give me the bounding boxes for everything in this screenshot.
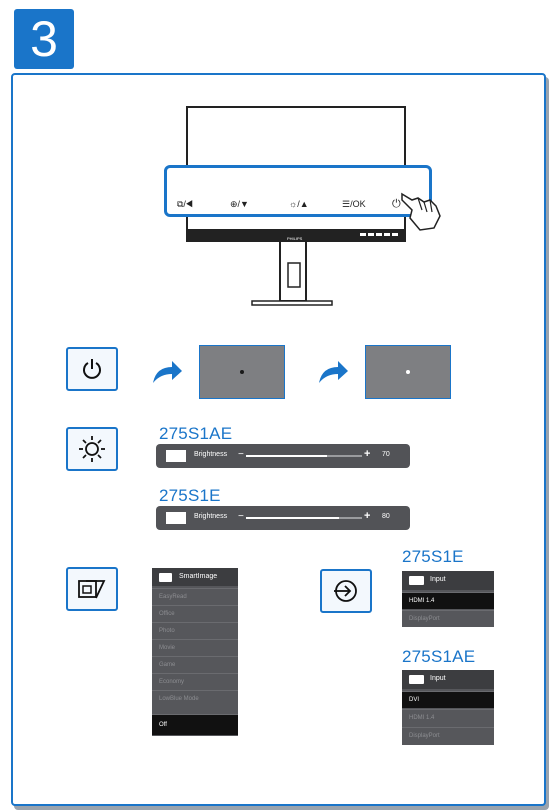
power-button[interactable]: ⏻ xyxy=(392,198,401,210)
power-icon-box xyxy=(66,347,118,391)
screen-on-state xyxy=(365,345,451,399)
input-osd-menu: Input DVI HDMI 1.4 DisplayPort xyxy=(402,670,494,745)
smartimage-item-selected[interactable]: Off xyxy=(152,714,238,735)
brightness-icon xyxy=(79,436,105,462)
plus-icon: + xyxy=(364,448,371,460)
smartimage-item[interactable]: Game xyxy=(152,656,238,672)
minus-icon: − xyxy=(238,449,244,460)
model-label-275s1ae-input: 275S1AE xyxy=(402,647,476,666)
osd-swatch xyxy=(166,512,186,524)
input-osd-menu: Input HDMI 1.4 DisplayPort xyxy=(402,571,494,627)
model-label-275s1e-input: 275S1E xyxy=(402,547,464,566)
curved-arrow-icon xyxy=(319,361,348,383)
minus-icon: − xyxy=(238,511,244,522)
smartimage-osd-menu: SmartImage EasyRead Office Photo Movie G… xyxy=(152,568,238,736)
smartimage-icon-box xyxy=(66,567,118,611)
input-menu-title: Input xyxy=(430,675,446,682)
brightness-label: Brightness xyxy=(194,451,228,458)
brightness-icon-box xyxy=(66,427,118,471)
model-label-275s1e: 275S1E xyxy=(159,486,221,505)
brightness-value: 70 xyxy=(382,451,390,458)
smartimage-menu-header: SmartImage xyxy=(152,568,238,586)
smartimage-item[interactable]: Photo xyxy=(152,622,238,638)
smartimage-menu-title: SmartImage xyxy=(179,573,218,580)
input-item-selected[interactable]: DVI xyxy=(402,691,494,708)
input-down-button[interactable]: ⊕/▼ xyxy=(230,199,249,209)
power-icon xyxy=(83,359,101,379)
brightness-up-button[interactable]: ☼/▲ xyxy=(289,199,309,209)
brightness-slider[interactable] xyxy=(246,455,362,457)
screen-off-state xyxy=(199,345,285,399)
power-led-off xyxy=(240,370,244,374)
power-led-on xyxy=(406,370,410,374)
brightness-fill xyxy=(246,455,328,457)
brightness-osd-bar: Brightness − + 80 xyxy=(156,506,410,530)
brightness-value: 80 xyxy=(382,513,390,520)
brightness-fill xyxy=(246,517,339,519)
input-item[interactable]: HDMI 1.4 xyxy=(402,709,494,725)
smartimage-item[interactable]: EasyRead xyxy=(152,588,238,604)
input-menu-icon xyxy=(409,576,424,585)
brightness-label: Brightness xyxy=(194,513,228,520)
brightness-slider[interactable] xyxy=(246,517,362,519)
input-menu-header: Input xyxy=(402,571,494,590)
input-menu-title: Input xyxy=(430,576,446,583)
plus-icon: + xyxy=(364,510,371,522)
input-item[interactable]: DisplayPort xyxy=(402,727,494,743)
monitor-brand: PHILIPS xyxy=(287,236,303,241)
smartimage-item[interactable]: LowBlue Mode xyxy=(152,690,238,706)
osd-swatch xyxy=(166,450,186,462)
input-item-selected[interactable]: HDMI 1.4 xyxy=(402,592,494,609)
brightness-osd-bar: Brightness − + 70 xyxy=(156,444,410,468)
smartimage-icon xyxy=(78,580,106,599)
smartimage-item[interactable]: Economy xyxy=(152,673,238,689)
step-number-badge: 3 xyxy=(14,9,74,69)
smartimage-item[interactable]: Movie xyxy=(152,639,238,655)
smartimage-item[interactable]: Office xyxy=(152,605,238,621)
input-icon xyxy=(334,580,357,602)
model-label-275s1ae: 275S1AE xyxy=(159,424,233,443)
menu-ok-button[interactable]: ☰/OK xyxy=(342,199,366,209)
input-menu-header: Input xyxy=(402,670,494,689)
input-icon-box xyxy=(320,569,372,613)
star-icon xyxy=(159,573,172,582)
input-item[interactable]: DisplayPort xyxy=(402,610,494,626)
curved-arrow-icon xyxy=(153,361,182,383)
control-buttons-callout: ⧉/◀ ⊕/▼ ☼/▲ ☰/OK ⏻ xyxy=(164,165,432,217)
input-menu-icon xyxy=(409,675,424,684)
smartimage-left-button[interactable]: ⧉/◀ xyxy=(177,199,194,209)
pressing-hand-icon xyxy=(401,192,441,231)
